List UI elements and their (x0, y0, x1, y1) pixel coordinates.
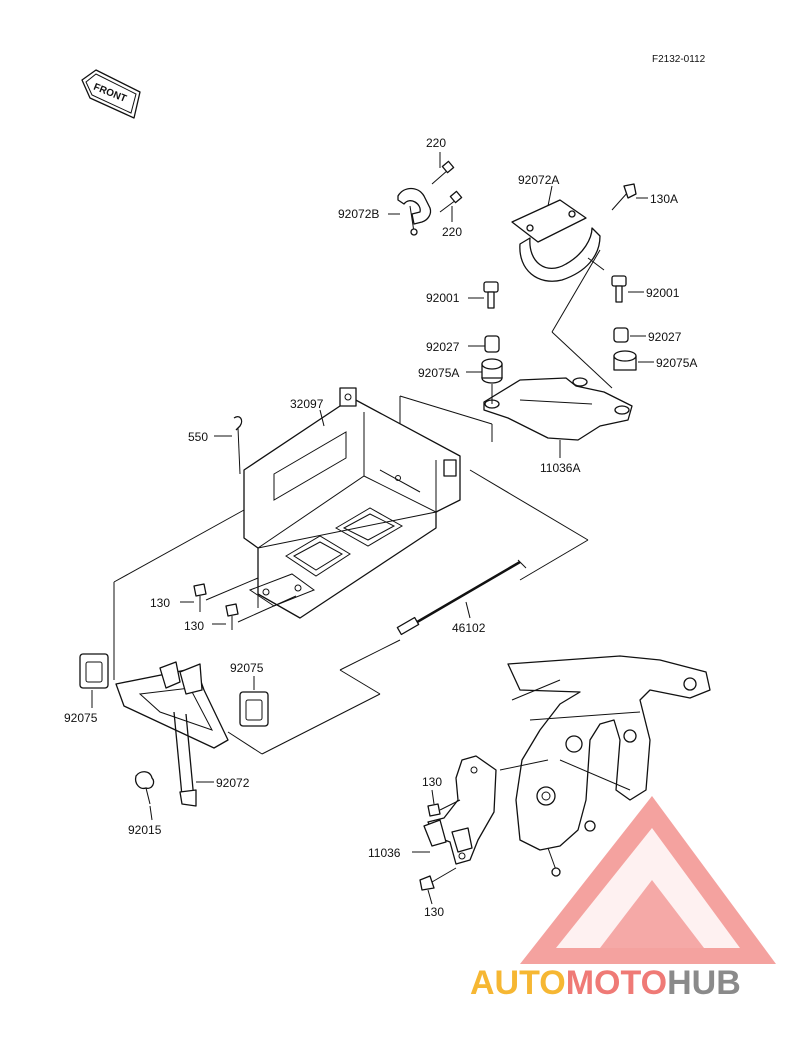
part-label-92075-right: 92075 (230, 661, 264, 675)
pin-550-drawing (233, 416, 243, 475)
watermark-logo: AUTOMOTOHUB (470, 796, 776, 1002)
part-label-11036a: 11036A (540, 461, 580, 475)
part-label-220-top: 220 (426, 136, 446, 150)
bracket-11036a-drawing (483, 377, 633, 441)
part-label-92075a-right: 92075A (656, 356, 697, 370)
collar-92027-right-drawing (613, 327, 629, 343)
clamp-92072b-drawing (397, 160, 463, 236)
bolt-130-lower-drawing (225, 603, 239, 630)
svg-text:AUTOMOTOHUB: AUTOMOTOHUB (470, 964, 741, 1002)
cushion-92075-right-drawing (239, 691, 269, 727)
part-label-92075-left: 92075 (64, 711, 98, 725)
bracket-11036-drawing (423, 755, 497, 865)
part-label-11036: 11036 (368, 846, 401, 860)
bolt-130-upper-drawing (193, 583, 207, 612)
bolt-92001-right-drawing (611, 275, 627, 303)
bolt-130a-drawing (611, 183, 637, 211)
reference-code: F2132-0112 (652, 54, 706, 65)
damper-92075a-right-drawing (613, 350, 637, 371)
damper-92075a-left-drawing (481, 358, 503, 384)
holder-92072-drawing (115, 661, 229, 807)
collar-92027-left-drawing (484, 335, 500, 353)
part-label-130-frame-upper: 130 (422, 775, 442, 789)
frame-drawing (499, 655, 711, 877)
part-label-92001-left: 92001 (426, 291, 460, 305)
part-label-92001-right: 92001 (646, 286, 680, 300)
part-label-32097: 32097 (290, 397, 324, 411)
watermark-part-auto: AUTO (470, 964, 566, 1002)
part-label-92072b: 92072B (338, 207, 379, 221)
part-label-92027-right: 92027 (648, 330, 682, 344)
watermark-part-moto: MOTO (566, 964, 667, 1002)
wing-bolt-92015-drawing (134, 771, 155, 805)
part-label-46102: 46102 (452, 621, 486, 635)
part-label-92015: 92015 (128, 823, 162, 837)
part-label-130-upper: 130 (150, 596, 170, 610)
cushion-92075-left-drawing (79, 653, 109, 689)
bolt-92001-left-drawing (483, 281, 499, 309)
watermark-part-hub: HUB (667, 964, 741, 1002)
part-label-92027-left: 92027 (426, 340, 460, 354)
rod-46102-drawing (396, 559, 527, 636)
part-label-92072a: 92072A (518, 173, 559, 187)
part-label-220-bottom: 220 (442, 225, 462, 239)
part-label-130-frame-lower: 130 (424, 905, 444, 919)
part-label-92072: 92072 (216, 776, 250, 790)
bolt-130-frame-upper-drawing (427, 799, 461, 817)
part-label-130a: 130A (650, 192, 678, 206)
part-label-130-lower: 130 (184, 619, 204, 633)
battery-case-32097-drawing (243, 387, 461, 619)
bolt-130-frame-lower-drawing (419, 867, 457, 891)
clamp-92072a-drawing (511, 199, 605, 282)
part-label-550: 550 (188, 430, 208, 444)
part-label-92075a-left: 92075A (418, 366, 459, 380)
front-arrow-icon: FRONT (81, 69, 141, 119)
